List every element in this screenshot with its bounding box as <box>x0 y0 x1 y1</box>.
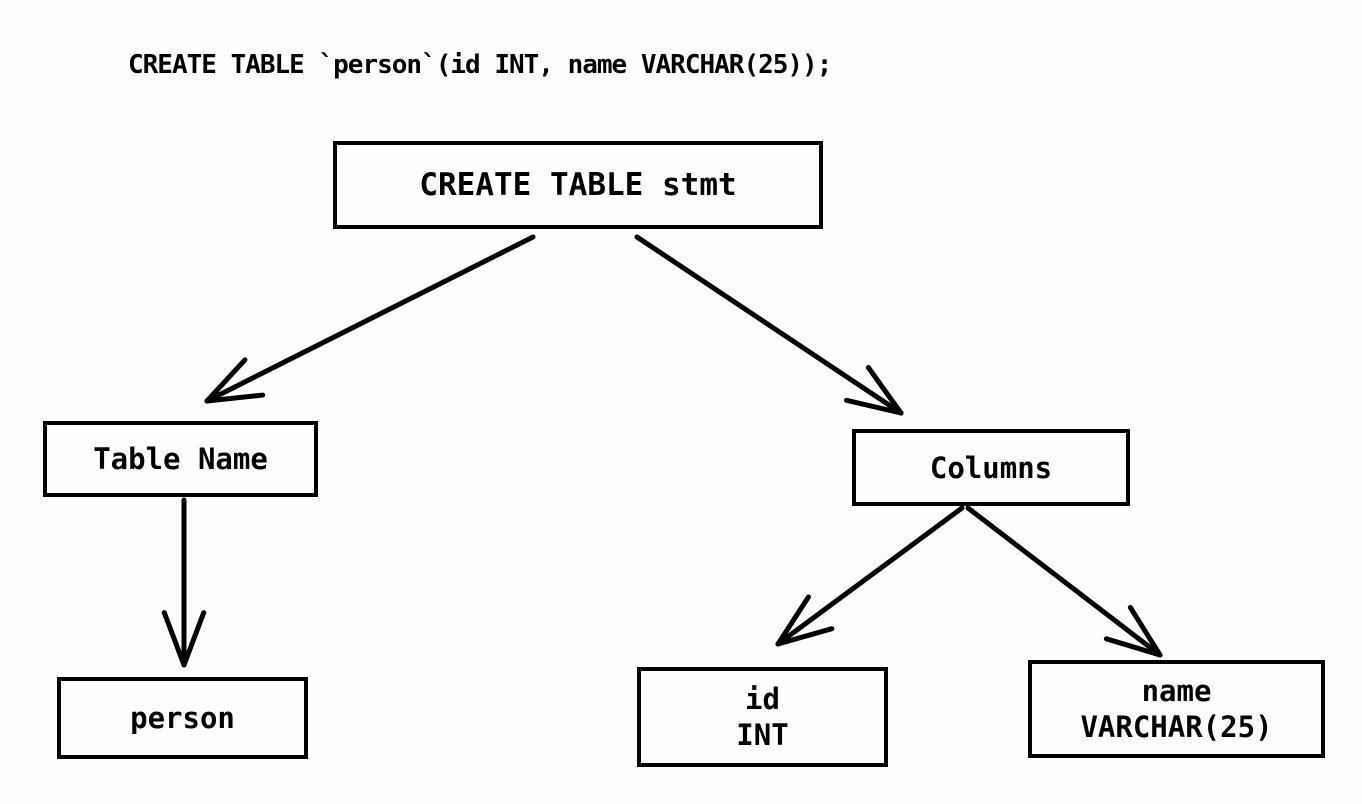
node-column-name-varchar: name VARCHAR(25) <box>1028 660 1325 758</box>
sql-statement-text: CREATE TABLE `person`(id INT, name VARCH… <box>128 50 832 80</box>
node-label: Columns <box>929 450 1053 485</box>
node-label-line2: VARCHAR(25) <box>1080 710 1273 744</box>
node-label-line1: name <box>1141 674 1212 708</box>
node-label: CREATE TABLE stmt <box>419 167 737 203</box>
node-label: Table Name <box>93 442 268 476</box>
node-table-name: Table Name <box>43 421 318 497</box>
node-person: person <box>57 677 308 759</box>
node-label-line1: id <box>745 682 780 716</box>
node-label: person <box>130 701 235 735</box>
node-create-table-stmt: CREATE TABLE stmt <box>333 141 823 229</box>
node-label-line2: INT <box>736 718 789 752</box>
node-columns: Columns <box>852 429 1130 506</box>
node-column-id-int: id INT <box>637 667 888 767</box>
